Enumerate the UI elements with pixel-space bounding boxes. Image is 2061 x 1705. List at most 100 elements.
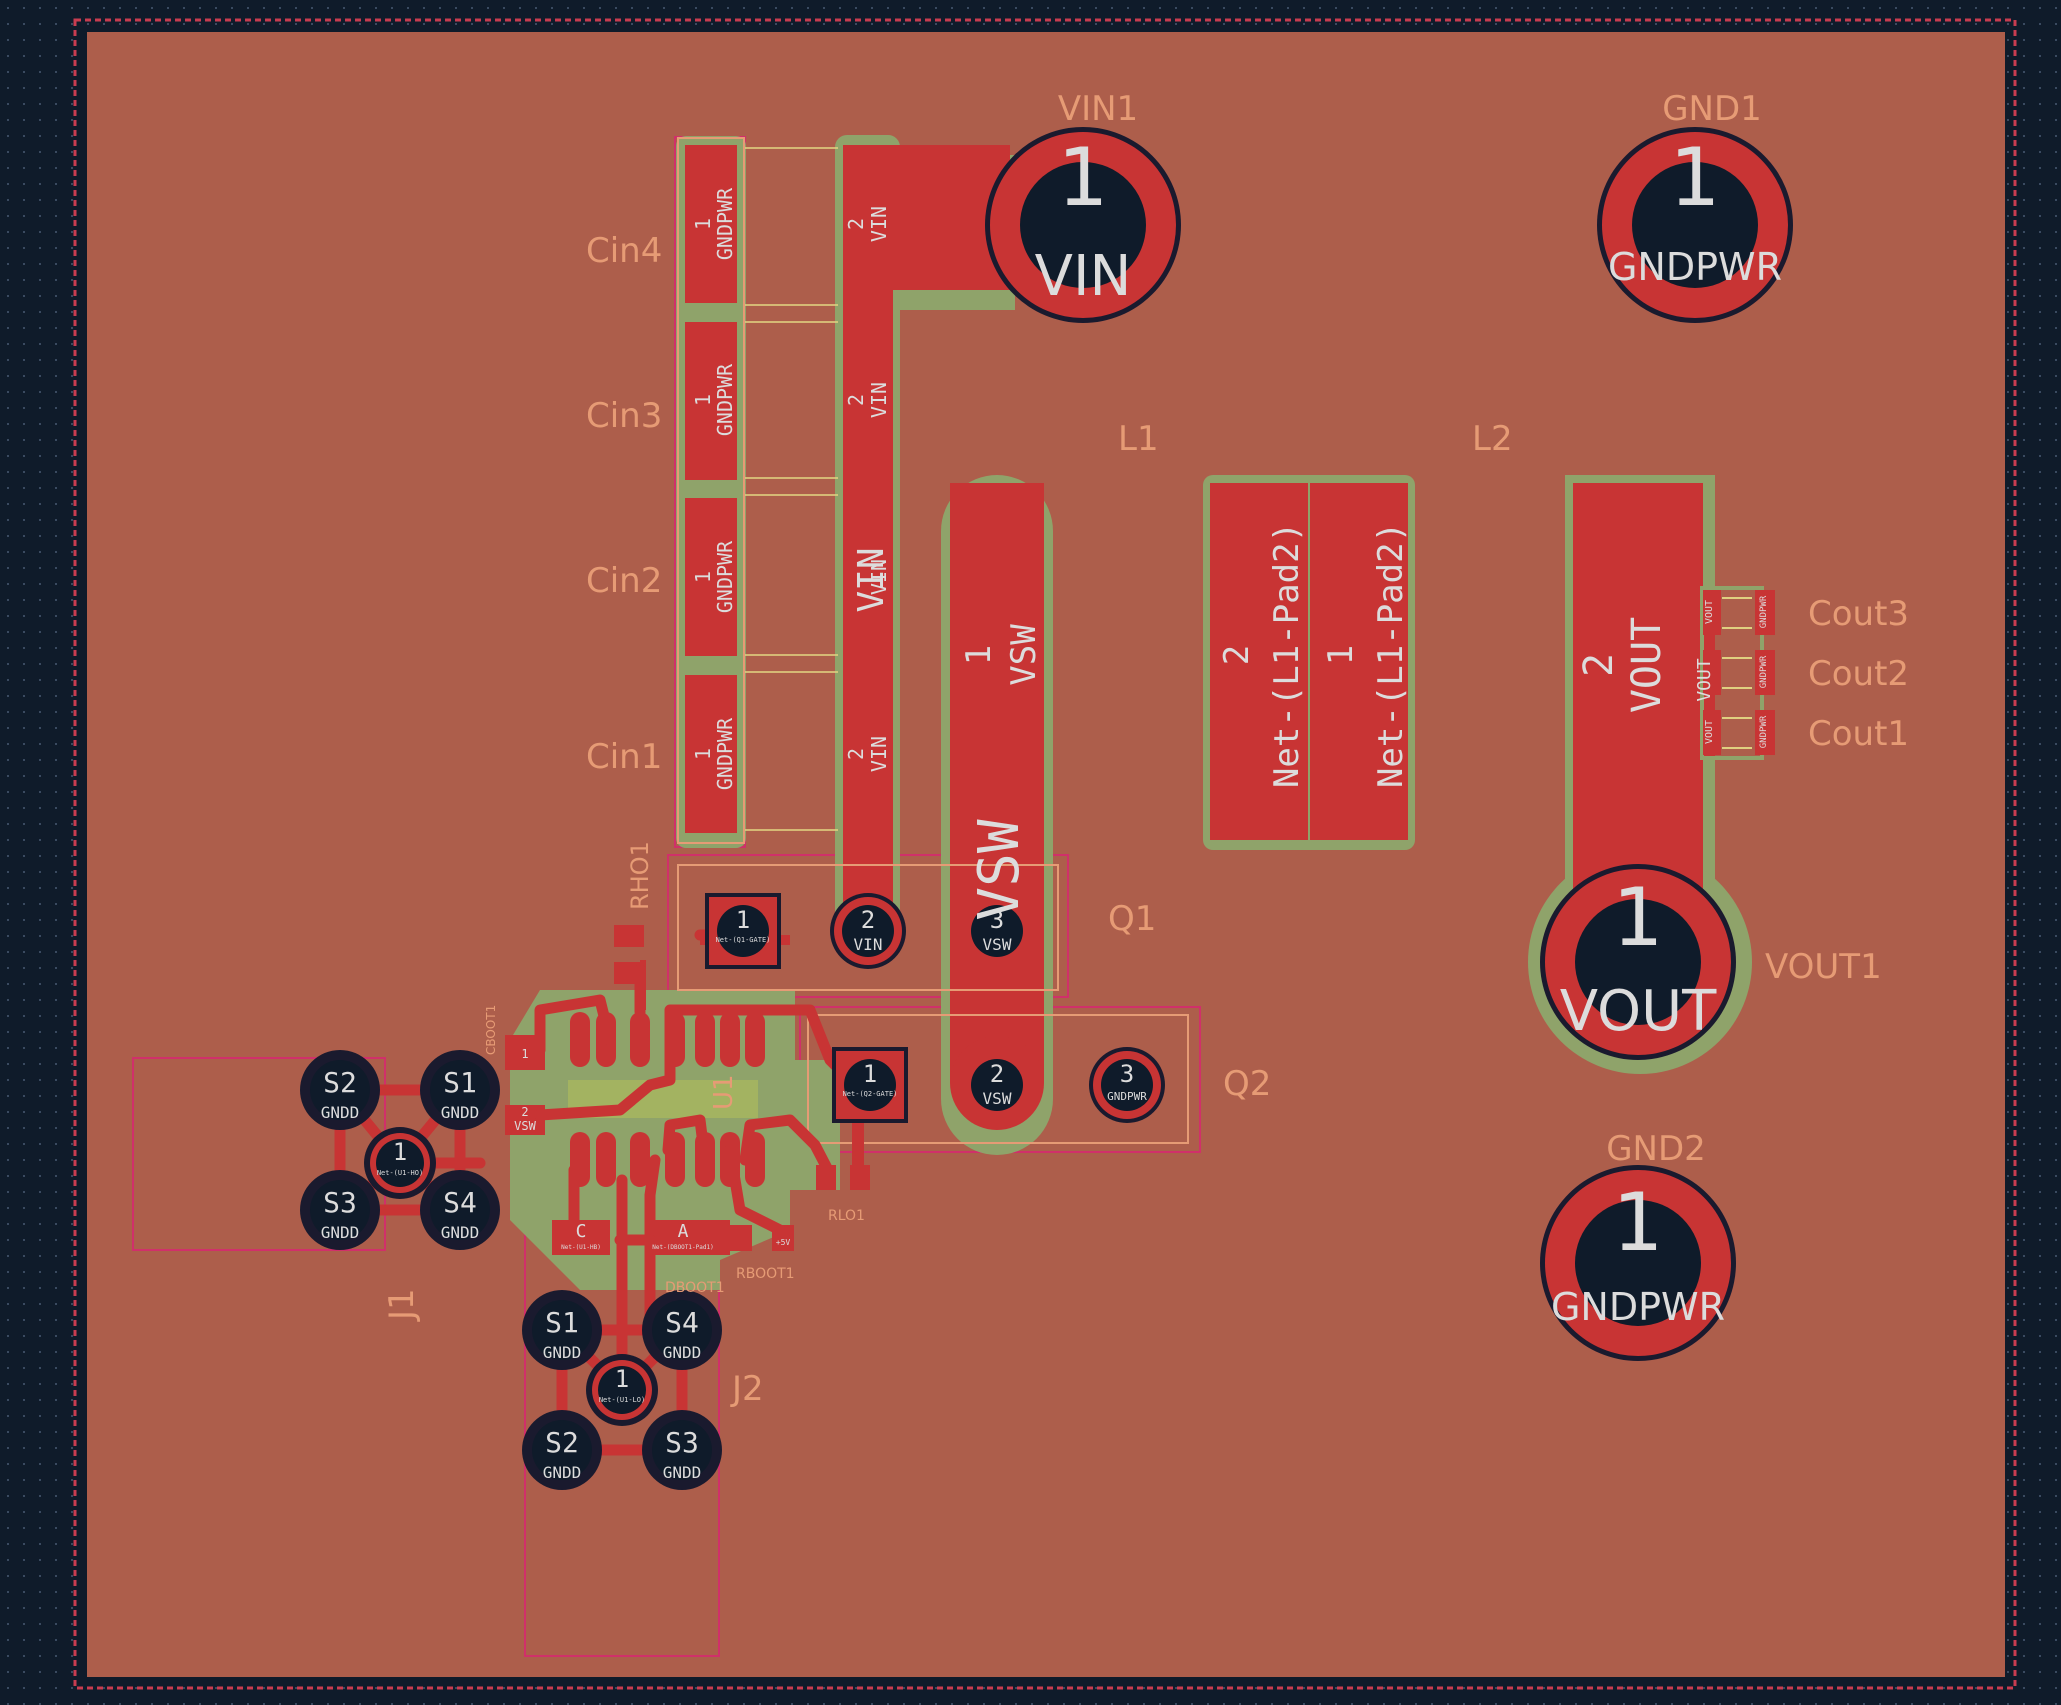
ref-cout1: Cout1 [1808,714,1909,754]
j2-s3: S3 [665,1426,699,1459]
rboot-plus5v: +5V [776,1238,791,1247]
cin4-pin1: 1 [691,218,715,230]
j2-s4-net: GNDD [663,1343,702,1362]
ref-cout2: Cout2 [1808,654,1909,694]
q2-gate-net: Net-(Q2-GATE) [843,1090,898,1098]
q2-vsw: VSW [983,1089,1012,1108]
ref-rboot1: RBOOT1 [736,1266,795,1282]
pad-labels: 1 VIN 1 GNDPWR 1 VOUT 1 GNDPWR [1035,131,1782,1329]
small-pad-labels: 1 Net-(Q1-GATE) 2 VIN 3 VSW 1 Net-(Q2-GA… [321,906,1148,1482]
j1-s1: S1 [443,1066,477,1099]
rotated-net-labels: 1 GNDPWR 1 GNDPWR 1 GNDPWR 1 GNDPWR 2 VI… [691,187,1769,921]
cin2-vin: VIN [867,559,891,595]
j2-s1-net: GNDD [543,1343,582,1362]
cout1-vout: VOUT [1704,720,1715,744]
vsw-plane-label: VSW [967,819,1032,920]
q1-pin1: 1 [736,906,750,934]
cin3-vin: VIN [867,382,891,418]
j2-s1: S1 [545,1306,579,1339]
vin1-pin-number: 1 [1058,131,1109,224]
q2-pin3: 3 [1120,1060,1134,1088]
ref-rlo1: RLO1 [828,1208,865,1224]
cout3-vout: VOUT [1704,600,1715,624]
cout2-net: GNDPWR [1759,655,1769,688]
j2-s3-net: GNDD [663,1463,702,1482]
vout-net: VOUT [1624,617,1670,713]
q1-vsw: VSW [983,935,1012,954]
gnd2-pin-number: 1 [1613,1176,1664,1269]
j2-pin1-net: Net-(U1-LO) [599,1396,645,1404]
q2-pin2: 2 [990,1060,1004,1088]
vin1-net-label: VIN [1035,244,1132,309]
j1-s4-net: GNDD [441,1223,480,1242]
ref-l2: L2 [1472,419,1513,459]
j1-s1-net: GNDD [441,1103,480,1122]
j1-s2: S2 [323,1066,357,1099]
gnd1-net-label: GNDPWR [1608,245,1782,289]
q1-pin2: 2 [861,906,875,934]
vout1-pin-number: 1 [1613,871,1664,964]
ref-gnd1: GND1 [1662,89,1762,129]
ref-rho1: RHO1 [626,841,654,910]
vout-pin2: 2 [1576,653,1622,677]
gnd2-net-label: GNDPWR [1551,1285,1725,1329]
j1-pin1: 1 [393,1138,407,1166]
l-net-a: Net-(L1-Pad2) [1267,522,1307,788]
q1-vin: VIN [854,935,883,954]
cin3-pin2: 2 [844,394,868,406]
vsw-net: VSW [1004,624,1044,686]
cin3-net: GNDPWR [713,363,737,436]
board-edge-cuts [73,18,2017,1690]
cin2-pin1: 1 [691,571,715,583]
cin1-net: GNDPWR [713,717,737,790]
l-net-b: Net-(L1-Pad2) [1371,522,1411,788]
vsw-pin1: 1 [959,645,999,665]
dboot-anode-net: Net-(DBOOT1-Pad1) [652,1244,713,1251]
j1-s3: S3 [323,1186,357,1219]
ref-j2: J2 [730,1369,764,1409]
ref-cin1: Cin1 [586,737,662,777]
ref-l1: L1 [1118,419,1159,459]
tht-pads [300,127,1793,1490]
dboot-cathode: C [576,1221,587,1242]
cboot-pin1: 1 [521,1047,528,1061]
cin4-pin2: 2 [844,218,868,230]
ref-cin2: Cin2 [586,561,662,601]
j2-s2-net: GNDD [543,1463,582,1482]
cout3-net: GNDPWR [1759,595,1769,628]
j1-pin1-net: Net-(U1-HO) [377,1169,423,1177]
ref-j1: J1 [382,1288,422,1322]
cboot-vsw: VSW [514,1119,536,1133]
vin-plane-label: VIN [851,547,892,612]
ref-q1: Q1 [1108,899,1156,939]
transistor-bodies [677,864,1189,1144]
cin1-pin2: 2 [844,748,868,760]
cin1-pin1: 1 [691,748,715,760]
cin1-vin: VIN [867,736,891,772]
j2-pin1: 1 [615,1365,629,1393]
cout-capacitors [1700,586,1775,760]
inductor-pads [1210,483,1408,840]
cout-overlap-label: VOUT [1694,658,1715,702]
j2-s4: S4 [665,1306,699,1339]
l-pin1: 1 [1321,645,1361,665]
l-pin2: 2 [1217,645,1257,665]
q1-gate-net: Net-(Q1-GATE) [716,936,771,944]
cin2-net: GNDPWR [713,540,737,613]
j1-s2-net: GNDD [321,1103,360,1122]
ref-dboot1: DBOOT1 [665,1280,725,1296]
vout1-net-label: VOUT [1560,979,1717,1044]
reference-designators: VIN1 GND1 GND2 VOUT1 Cin4 Cin3 Cin2 Cin1… [382,89,1909,1409]
ref-cboot1: CBOOT1 [484,1005,498,1055]
j1-s3-net: GNDD [321,1223,360,1242]
q1-pin3: 3 [990,906,1004,934]
ref-cout3: Cout3 [1808,594,1909,634]
cout1-net: GNDPWR [1759,715,1769,748]
q2-pin1: 1 [863,1060,877,1088]
cin-capacitors [677,137,838,844]
ref-vout1: VOUT1 [1765,947,1882,987]
vin-copper [843,145,1010,935]
ref-gnd2: GND2 [1606,1129,1706,1169]
j2-s2: S2 [545,1426,579,1459]
